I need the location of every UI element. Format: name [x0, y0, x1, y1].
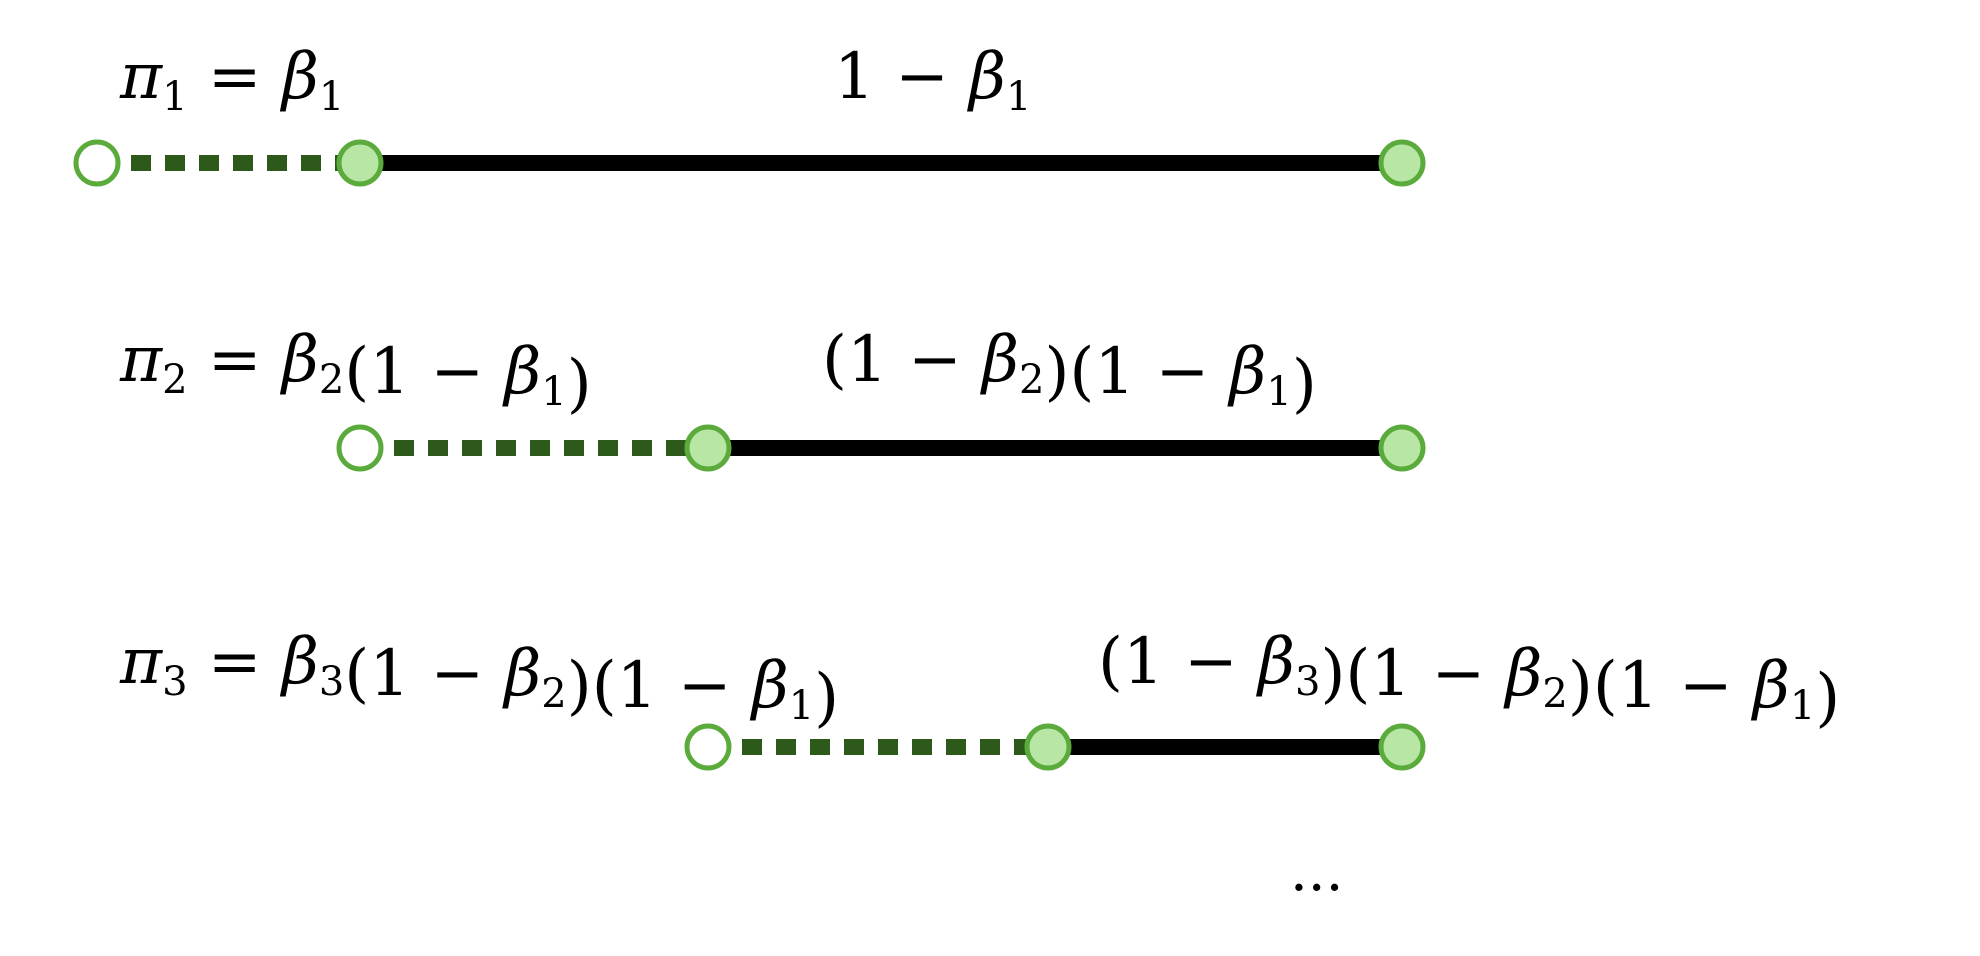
beta-symbol: β [280, 40, 319, 114]
left-expression: = β2(1 − β1) [208, 323, 592, 421]
beta-subscript: 1 [541, 369, 566, 415]
beta-symbol: β [280, 625, 319, 699]
beta-subscript: 1 [1266, 369, 1291, 415]
beta-subscript: 1 [1006, 74, 1031, 120]
end-node-2 [1378, 424, 1426, 472]
beta-subscript: 3 [1295, 659, 1320, 705]
expression-text: (1 − [822, 323, 982, 397]
pi-symbol: π [119, 323, 163, 397]
right-expression: (1 − β3)(1 − β2)(1 − β1) [1098, 625, 1840, 735]
expression-text: 1 − [834, 40, 969, 114]
right-expression: (1 − β2)(1 − β1) [822, 323, 1317, 421]
beta-subscript: 1 [789, 683, 814, 729]
left-expression: = β1 [208, 40, 344, 120]
expression-text: ) [567, 347, 592, 421]
pi-3-formula: π3 = β3(1 − β2)(1 − β1) [119, 625, 839, 735]
beta-symbol: β [280, 323, 319, 397]
beta-symbol: β [980, 323, 1019, 397]
continuation-ellipsis: ... [1290, 839, 1343, 904]
row-1: π1 = β1 1 − β1 [73, 40, 1426, 187]
expression-text: )(1 − [1320, 637, 1505, 711]
expression-text: = [208, 323, 282, 397]
expression-text: ) [1292, 347, 1317, 421]
pi-subscript: 1 [162, 74, 187, 120]
pi-subscript: 2 [162, 357, 187, 403]
end-node-3 [1378, 723, 1426, 771]
beta-subscript: 2 [1542, 671, 1567, 717]
beta-symbol: β [1256, 625, 1295, 699]
open-node-3 [684, 723, 732, 771]
end-node-1 [1378, 139, 1426, 187]
expression-text: )(1 − [1568, 649, 1753, 723]
open-node-2 [336, 424, 384, 472]
row-3: π3 = β3(1 − β2)(1 − β1) (1 − β3)(1 − β2)… [119, 625, 1840, 771]
expression-text: (1 − [344, 335, 504, 409]
expression-text: )(1 − [567, 649, 752, 723]
pi-symbol: π [119, 625, 163, 699]
beta-symbol: β [750, 649, 789, 723]
beta-symbol: β [1503, 637, 1542, 711]
expression-text: (1 − [1098, 625, 1258, 699]
remaining-stick-label-3: (1 − β3)(1 − β2)(1 − β1) [1098, 625, 1840, 735]
expression-text: = [208, 40, 282, 114]
pi-symbol: π [119, 40, 163, 114]
beta-subscript: 2 [319, 357, 344, 403]
break-node-1 [336, 139, 384, 187]
row-2: π2 = β2(1 − β1) (1 − β2)(1 − β1) [119, 323, 1426, 472]
beta-symbol: β [502, 335, 541, 409]
remaining-stick-label-1: 1 − β1 [834, 40, 1031, 120]
beta-subscript: 3 [319, 659, 344, 705]
pi-subscript: 3 [162, 659, 187, 705]
expression-text: = [208, 625, 282, 699]
expression-text: ) [814, 661, 839, 735]
beta-symbol: β [1751, 649, 1790, 723]
expression-text: )(1 − [1044, 335, 1229, 409]
beta-subscript: 2 [1019, 357, 1044, 403]
left-expression: = β3(1 − β2)(1 − β1) [208, 625, 839, 735]
beta-subscript: 1 [319, 74, 344, 120]
beta-symbol: β [1227, 335, 1266, 409]
break-node-3 [1024, 723, 1072, 771]
open-node-1 [73, 139, 121, 187]
right-expression: 1 − β1 [834, 40, 1031, 120]
beta-subscript: 1 [1790, 683, 1815, 729]
break-node-2 [684, 424, 732, 472]
expression-text: (1 − [344, 637, 504, 711]
pi-2-formula: π2 = β2(1 − β1) [119, 323, 592, 421]
beta-symbol: β [502, 637, 541, 711]
pi-1-formula: π1 = β1 [119, 40, 344, 120]
beta-subscript: 2 [541, 671, 566, 717]
expression-text: ) [1815, 661, 1840, 735]
beta-symbol: β [967, 40, 1006, 114]
remaining-stick-label-2: (1 − β2)(1 − β1) [822, 323, 1317, 421]
